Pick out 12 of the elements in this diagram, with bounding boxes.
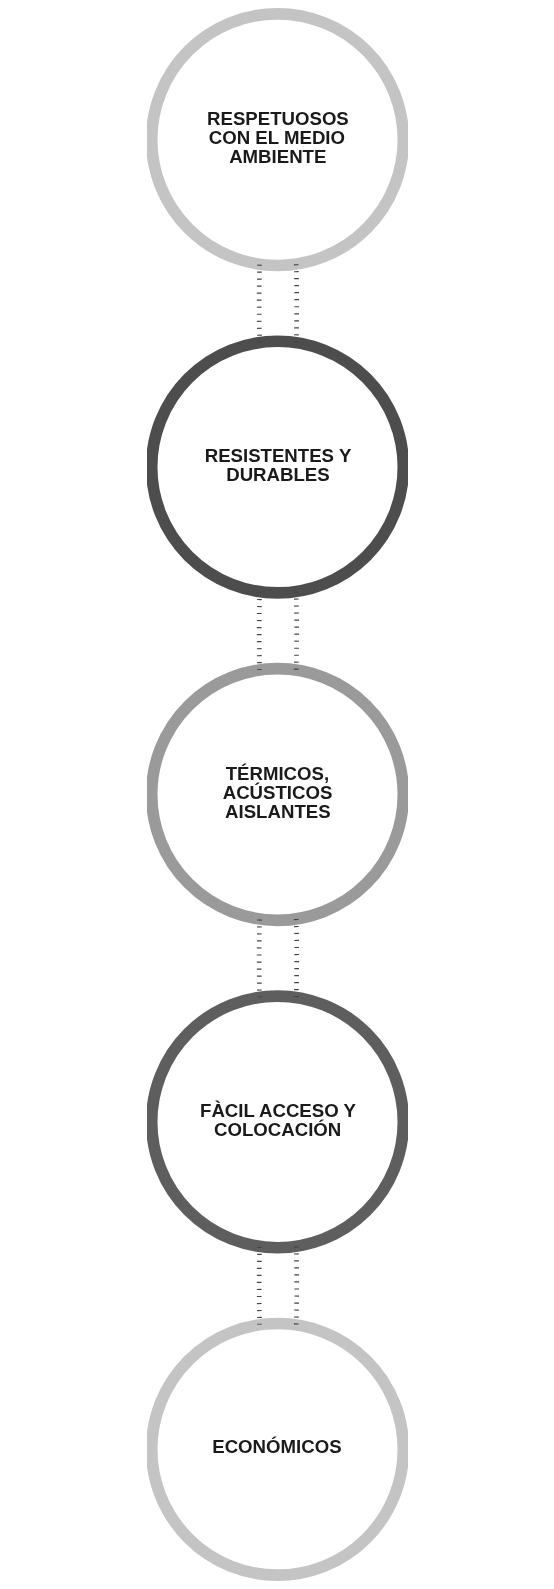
connector xyxy=(256,1246,262,1325)
node-circle: TÉRMICOS, ACÚSTICOS AISLANTES xyxy=(146,662,408,927)
connector xyxy=(293,591,299,671)
node-circle: RESISTENTES Y DURABLES xyxy=(146,335,408,599)
connector xyxy=(256,919,262,998)
node-circle: FÀCIL ACCESO Y COLOCACIÓN xyxy=(146,990,408,1254)
connector xyxy=(293,918,299,998)
connector xyxy=(293,264,299,343)
node-circle: RESPETUOSOS CON EL MEDIO AMBIENTE xyxy=(146,8,408,272)
node-circle: ECONÓMICOS xyxy=(146,1317,408,1581)
connector xyxy=(256,592,262,670)
connector xyxy=(293,1246,299,1325)
